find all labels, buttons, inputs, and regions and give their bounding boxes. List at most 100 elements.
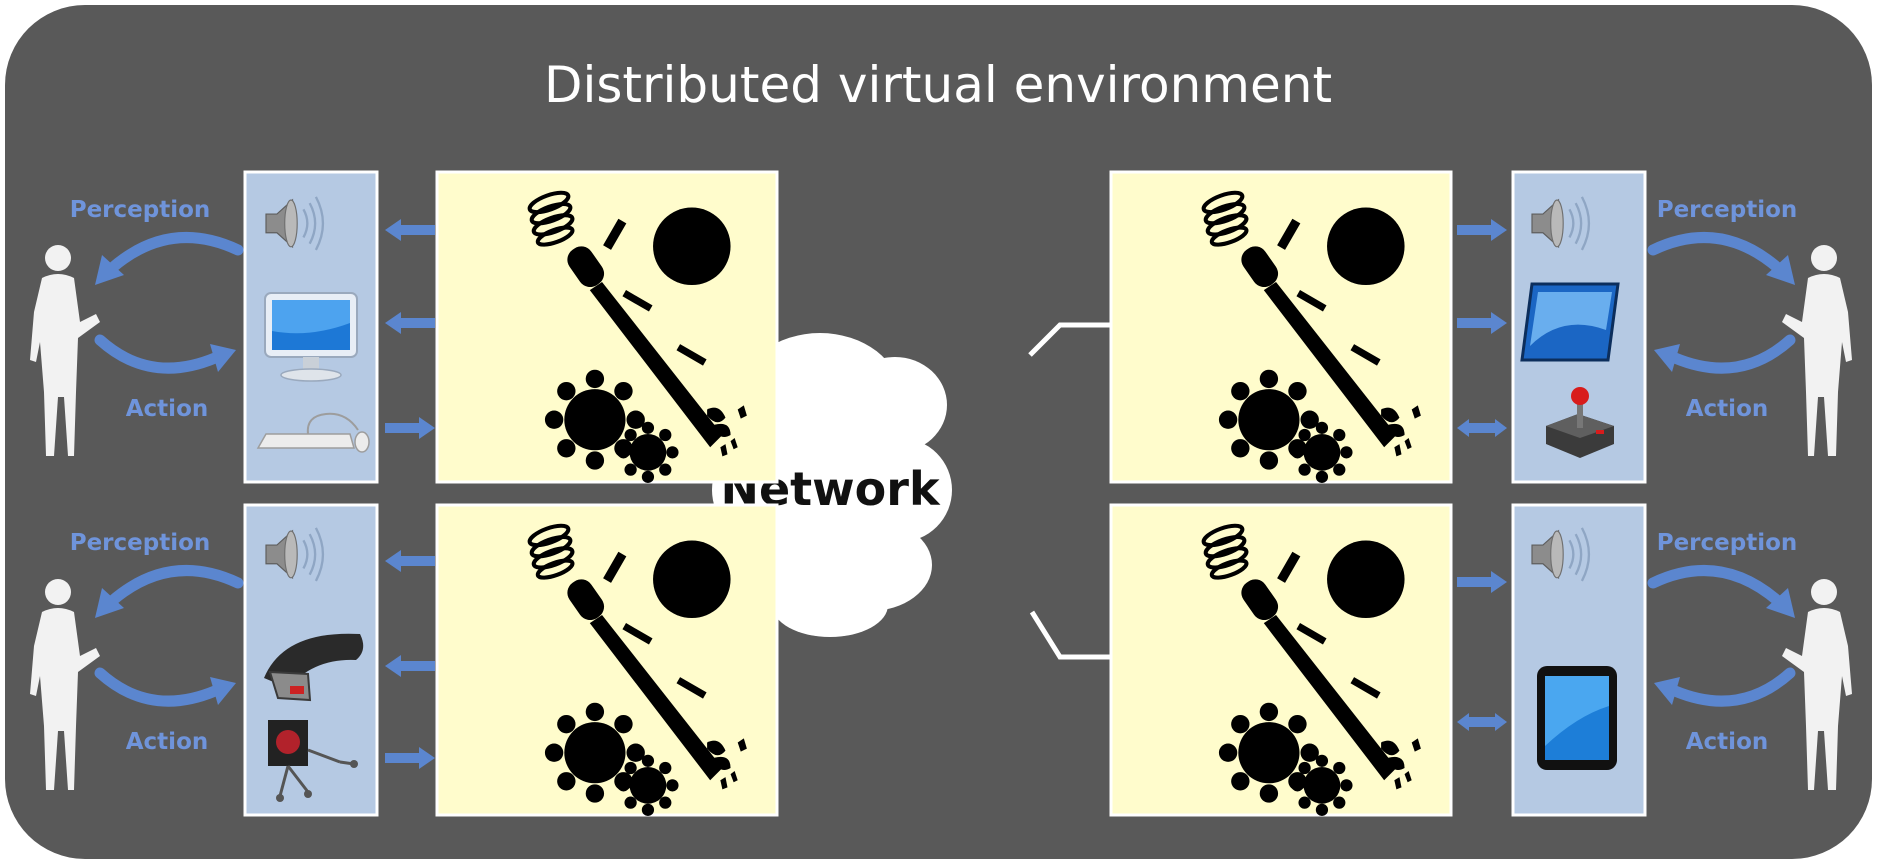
arrow-head [1491, 219, 1507, 241]
loop-arrow-curve [1669, 667, 1796, 707]
loop-arrow [94, 667, 236, 707]
arrow-head-left [1457, 713, 1469, 731]
loop-arrow-curve [106, 232, 244, 274]
arrow-head [385, 550, 401, 572]
device-arrow [385, 747, 435, 769]
display-panel-icon [1520, 282, 1620, 362]
arrow-head [1491, 312, 1507, 334]
device-arrow [1457, 312, 1507, 334]
haptic-arms [278, 748, 355, 797]
loop-arrow [1647, 565, 1795, 618]
haptic-foot-2 [304, 790, 312, 798]
action-label: Action [1686, 729, 1769, 755]
arrow-head [385, 312, 401, 334]
loop-arrow-curve [1647, 232, 1784, 274]
device-arrow [385, 550, 435, 572]
joystick-knob [1571, 387, 1589, 405]
keyboard-mouse-icon [256, 412, 370, 453]
perception-label: Perception [70, 197, 211, 223]
arrow-head-right [1495, 713, 1507, 731]
loop-arrow-head [1654, 344, 1680, 372]
haptic-tip [350, 760, 358, 768]
connector-top-right [1028, 322, 1111, 357]
arrow-shaft [399, 225, 435, 235]
arrow-shaft [1467, 717, 1497, 727]
headset-light [290, 686, 304, 694]
loop-arrow-curve [94, 667, 221, 707]
arrow-shaft [385, 753, 421, 763]
loop-arrow-head [1766, 588, 1795, 618]
arrow-head [385, 655, 401, 677]
arrow-shaft [1457, 225, 1493, 235]
loop-arrow-curve [106, 565, 244, 607]
arrow-shaft [399, 661, 435, 671]
sim-panel-top-right [1109, 170, 1453, 483]
perception-label: Perception [1657, 197, 1798, 223]
perception-label: Perception [1657, 530, 1798, 556]
loop-arrow [94, 334, 236, 374]
monitor-glare [272, 300, 350, 334]
arrow-head-left [1457, 419, 1469, 437]
diagram-title: Distributed virtual environment [544, 56, 1332, 114]
panel-glare [1530, 292, 1612, 346]
action-label: Action [126, 729, 209, 755]
joystick-icon [1546, 387, 1614, 458]
sim-panel-bottom-right [1109, 503, 1453, 816]
joystick-stick [1577, 396, 1583, 428]
loop-arrow-head [210, 344, 236, 372]
loop-arrow-head [95, 255, 124, 285]
sim-panel-bottom-left [435, 503, 779, 816]
arrow-shaft [385, 423, 421, 433]
loop-arrow [1647, 232, 1795, 285]
loop-arrow-head [95, 588, 124, 618]
arrow-shaft [399, 556, 435, 566]
monitor-icon [264, 292, 358, 382]
loop-arrow [95, 232, 244, 285]
monitor-neck [303, 357, 319, 371]
arrow-shaft [1457, 318, 1493, 328]
device-arrow [385, 219, 435, 241]
device-arrow [1457, 419, 1507, 437]
action-label: Action [126, 396, 209, 422]
joystick-button [1596, 430, 1604, 434]
keyboard-body [256, 433, 355, 449]
loop-arrow-head [210, 677, 236, 705]
mouse-cable [306, 412, 359, 435]
device-arrow [1457, 713, 1507, 731]
loop-arrow [1654, 667, 1796, 707]
haptic-foot-1 [276, 794, 284, 802]
monitor-base [280, 368, 342, 382]
loop-arrow [95, 565, 244, 618]
tablet-icon [1537, 666, 1617, 770]
device-arrow [1457, 571, 1507, 593]
cloud-puff-11 [840, 485, 920, 565]
tablet-glare [1545, 676, 1609, 746]
arrow-shaft [399, 318, 435, 328]
headset-icon [264, 633, 364, 702]
cloud-puff-9 [772, 573, 888, 637]
loop-arrow [1654, 334, 1796, 374]
arrow-head [419, 747, 435, 769]
device-arrow [385, 655, 435, 677]
arrow-head-right [1495, 419, 1507, 437]
loop-arrow-head [1654, 677, 1680, 705]
haptic-joint [276, 730, 300, 754]
device-arrow [385, 312, 435, 334]
arrow-head [1491, 571, 1507, 593]
connector-bottom-right [1029, 610, 1111, 660]
action-label: Action [1686, 396, 1769, 422]
loop-arrow-curve [1647, 565, 1784, 607]
device-arrow [385, 417, 435, 439]
arrow-shaft [1467, 423, 1497, 433]
arrow-head [385, 219, 401, 241]
arrow-head [419, 417, 435, 439]
haptic-arm-icon [268, 720, 358, 802]
device-arrow [1457, 219, 1507, 241]
mouse-body [354, 431, 370, 453]
sim-panel-top-left [435, 170, 779, 483]
loop-arrow-head [1766, 255, 1795, 285]
loop-arrow-curve [94, 334, 221, 374]
loop-arrow-curve [1669, 334, 1796, 374]
perception-label: Perception [70, 530, 211, 556]
